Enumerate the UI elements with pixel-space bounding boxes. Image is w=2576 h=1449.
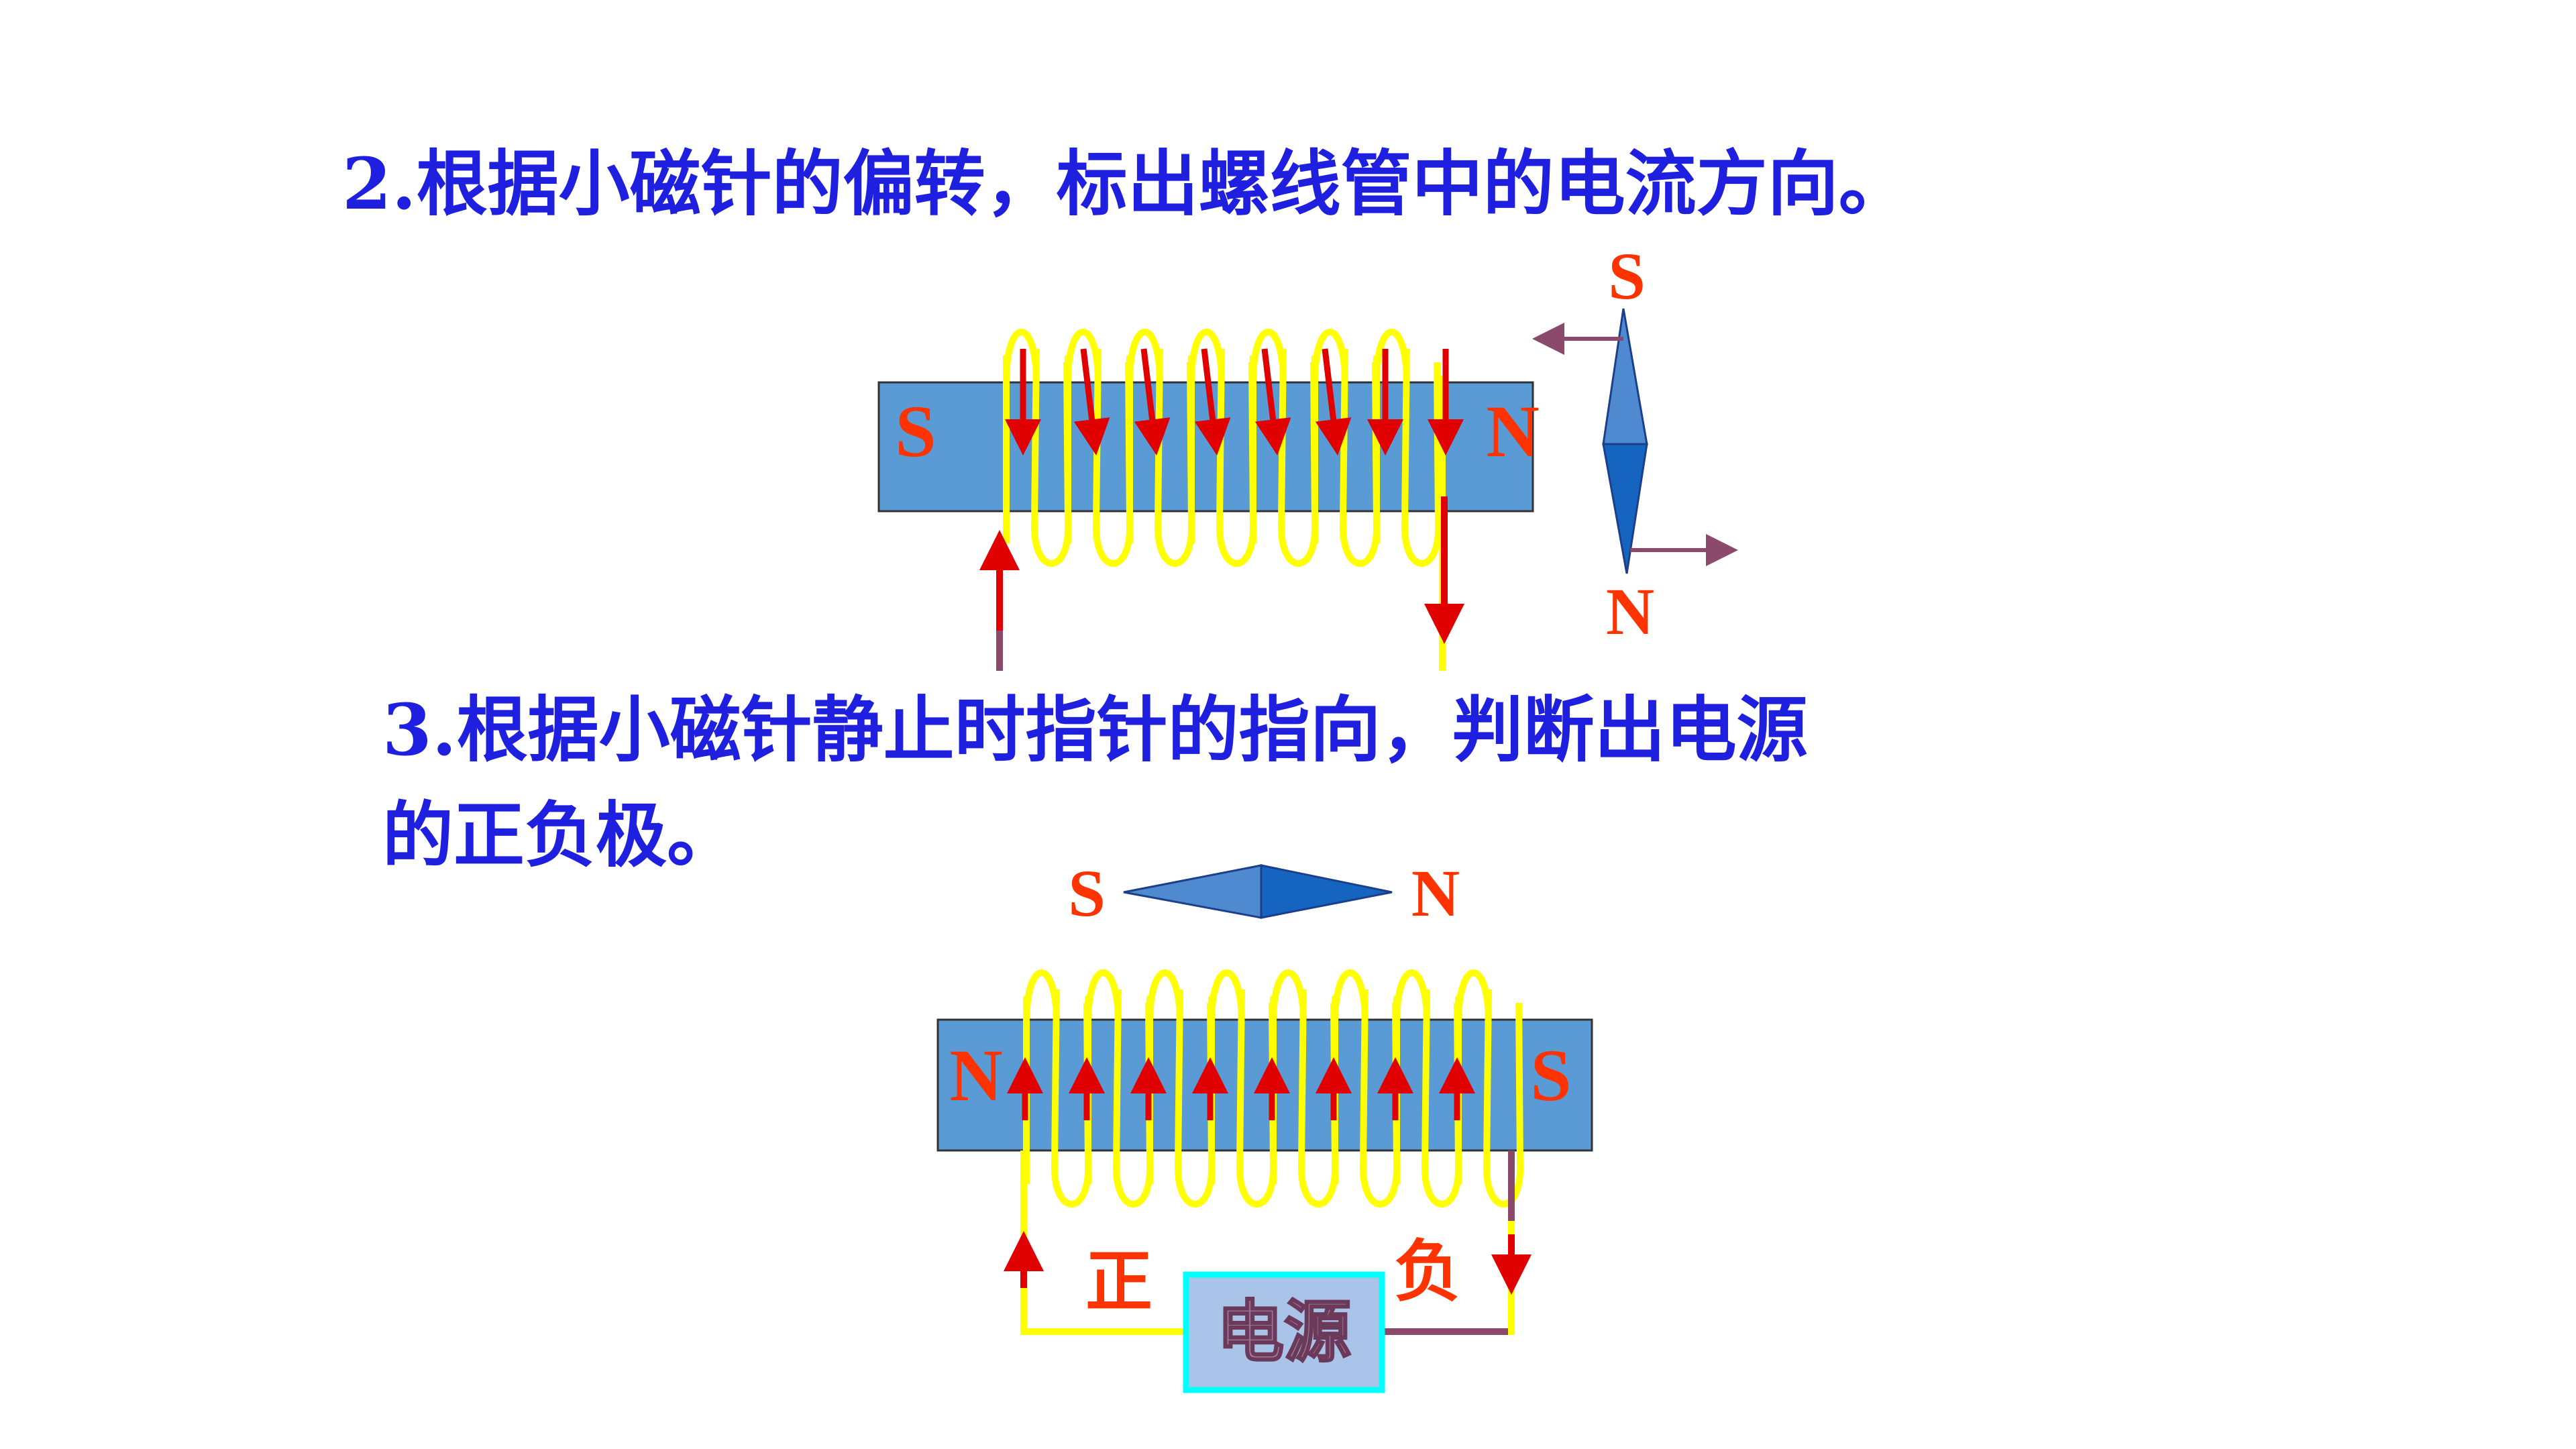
coil-front-loop — [1483, 989, 1524, 1208]
coil-back-arc — [1332, 969, 1368, 1024]
compass-1-top-pole: S — [1608, 239, 1646, 313]
coil-back-arc — [1393, 969, 1430, 1024]
coil-back-arc — [1023, 969, 1060, 1024]
diagram-2-compass: S N — [1068, 856, 1460, 930]
current-down-arrow — [1134, 348, 1171, 455]
question-3-line-2: 的正负极。 — [382, 792, 738, 877]
current-down-arrow — [1254, 348, 1291, 455]
coil-2-current-arrows — [1007, 1057, 1475, 1120]
power-source-box — [1183, 1271, 1385, 1393]
diagram-1-compass: S N — [1532, 239, 1738, 649]
power-source-label: 电源 — [1217, 1295, 1351, 1370]
coil-back-arc — [1270, 969, 1307, 1024]
solenoid-2-left-pole: N — [949, 1034, 1002, 1116]
coil-2-back-strokes — [1023, 969, 1492, 1024]
question-3-line-1: 3.根据小磁针静止时指针的指向，判断出电源 — [382, 688, 1808, 771]
coil-back-arc — [1208, 969, 1245, 1024]
current-down-arrow — [1315, 348, 1352, 455]
positive-terminal-label: 正 — [1085, 1245, 1152, 1320]
compass-2-left-pole: S — [1068, 856, 1106, 930]
coil-front-loop — [1401, 348, 1442, 567]
coil-back-arc — [1455, 969, 1492, 1024]
coil-back-arc — [1085, 969, 1122, 1024]
current-down-arrow — [1073, 348, 1110, 455]
diagram-1-solenoid: S N — [877, 329, 1540, 671]
solenoid-2-right-pole: S — [1530, 1034, 1571, 1116]
coil-current-arrows — [1005, 348, 1464, 455]
question-3-text: 3.根据小磁针静止时指针的指向，判断出电源 的正负极。 — [382, 678, 1808, 888]
coil-front-strokes — [1003, 348, 1442, 567]
solenoid-2-core — [936, 1018, 1593, 1152]
diagram-2-solenoid: N S — [936, 969, 1593, 1208]
coil-back-arc — [1373, 329, 1410, 383]
solenoid-1-right-pole: N — [1486, 390, 1539, 472]
compass-1-south-half — [1602, 308, 1648, 445]
coil-back-arc — [1146, 969, 1183, 1024]
negative-terminal-label: 负 — [1394, 1235, 1461, 1309]
compass-1-bottom-pole: N — [1606, 574, 1654, 649]
compass-2-south-half — [1123, 864, 1263, 919]
positive-wire — [1020, 1150, 1187, 1335]
compass-1-north-half — [1602, 443, 1648, 574]
compass-2-north-half — [1260, 864, 1393, 919]
compass-2-right-pole: N — [1411, 856, 1460, 930]
solenoid-1-left-pole: S — [895, 390, 936, 472]
diagram-2-circuit: 电源 正 负 — [1004, 1150, 1532, 1393]
current-down-arrow — [1194, 348, 1231, 455]
question-2-text: 2.根据小磁针的偏转，标出螺线管中的电流方向。 — [342, 142, 1910, 225]
